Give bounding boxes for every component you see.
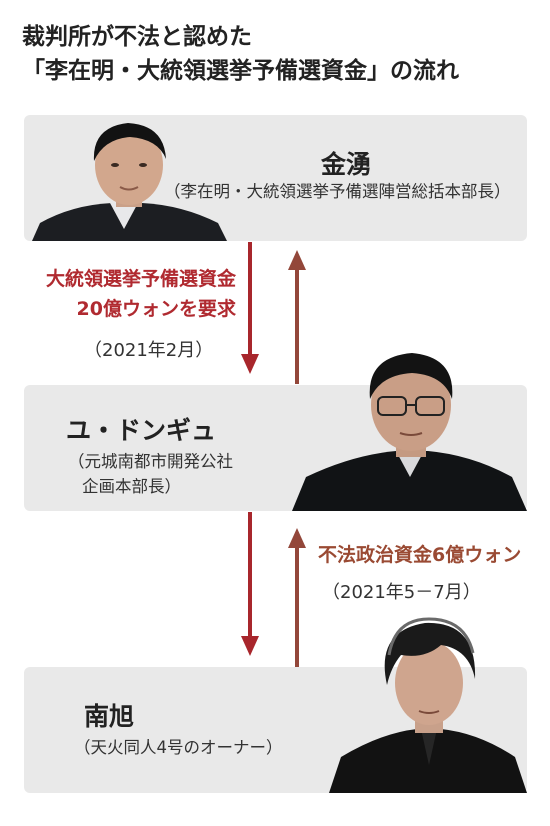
person-box-yoo: ユ・ドンギュ （元城南都市開発公社 企画本部長） xyxy=(24,353,527,511)
request-label: 大統領選挙予備選資金 20億ウォンを要求 xyxy=(46,264,236,324)
funds-label: 不法政治資金6億ウォン xyxy=(318,540,521,570)
person-role-kim: （李在明・大統領選挙予備選陣営総括本部長） xyxy=(164,179,511,204)
person-photo-kim xyxy=(32,123,227,241)
person-role-yoo: （元城南都市開発公社 企画本部長） xyxy=(68,449,233,499)
role-line: （元城南都市開発公社 xyxy=(68,452,233,471)
label-line: 大統領選挙予備選資金 xyxy=(45,268,236,290)
return-arrow-up xyxy=(288,250,306,384)
role-line: （李在明・大統領選挙予備選陣営総括本部長） xyxy=(164,182,511,201)
request-arrow-down xyxy=(241,242,259,374)
title-line-2: 「李在明・大統領選挙予備選資金」の流れ xyxy=(22,58,459,84)
role-line: 企画本部長） xyxy=(82,477,181,496)
request-arrow-down-2 xyxy=(241,512,259,656)
person-photo-yoo xyxy=(292,353,527,511)
label-line: 不法政治資金6億ウォン xyxy=(318,544,522,566)
person-role-nam: （天火同人4号のオーナー） xyxy=(74,735,283,760)
person-name-yoo: ユ・ドンギュ xyxy=(66,416,217,445)
diagram-title: 裁判所が不法と認めた 「李在明・大統領選挙予備選資金」の流れ xyxy=(22,20,459,88)
funds-arrow-up xyxy=(288,528,306,667)
label-line: 20億ウォンを要求 xyxy=(76,298,236,320)
person-photo-nam xyxy=(329,617,527,793)
person-box-nam: 南旭 （天火同人4号のオーナー） xyxy=(24,617,527,793)
person-box-kim: 金湧 （李在明・大統領選挙予備選陣営総括本部長） xyxy=(24,115,527,241)
title-line-1: 裁判所が不法と認めた xyxy=(22,24,252,50)
request-date: （2021年2月） xyxy=(84,340,214,361)
person-name-nam: 南旭 xyxy=(84,702,135,731)
person-name-kim: 金湧 xyxy=(321,150,372,179)
funds-date: （2021年5－7月） xyxy=(322,582,481,603)
role-line: （天火同人4号のオーナー） xyxy=(74,738,283,757)
